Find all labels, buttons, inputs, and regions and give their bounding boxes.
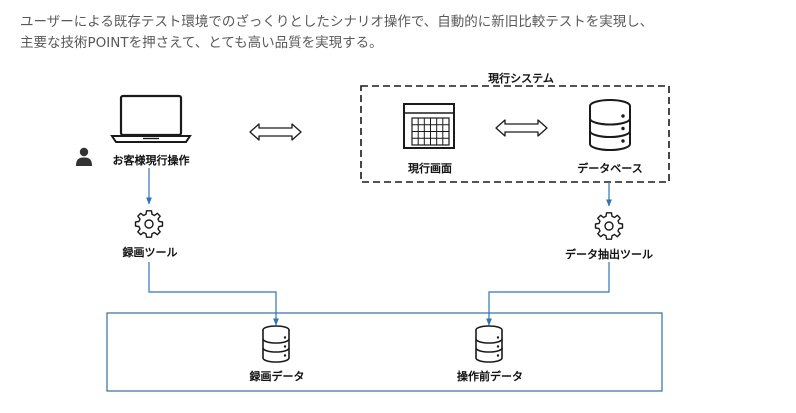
bidirectional-arrow-icon [249,123,302,141]
customer-operation-label: お客様現行操作 [112,154,190,167]
flow-arrows [146,168,612,326]
arrow-recording-tool-to-recording-data [148,262,279,326]
gear-icon [594,212,624,240]
user-icon [76,147,92,166]
gear-icon [134,210,164,238]
data-extraction-tool-label: データ抽出ツール [565,248,653,261]
current-screen-label: 現行画面 [408,162,452,175]
arrow-extraction-tool-to-pre-operation-data [486,262,610,326]
database-icon [589,99,631,151]
database-icon [262,325,290,363]
database-icon [475,325,503,363]
output-data-box [106,312,663,392]
recording-tool-label: 録画ツール [122,246,178,259]
bidirectional-arrow-icon [495,119,548,137]
database-label: データベース [577,162,643,175]
system-group-title: 現行システム [488,72,554,85]
system-group-box [360,85,670,183]
intro-line-2: 主要な技術POINTを押さえて、とても高い品質を実現する。 [20,35,383,51]
intro-text: ユーザーによる既存テスト環境でのざっくりとしたシナリオ操作で、自動的に新旧比較テ… [20,12,790,54]
screen-grid-icon [403,103,455,149]
recording-data-label: 録画データ [249,370,305,383]
intro-line-1: ユーザーによる既存テスト環境でのざっくりとしたシナリオ操作で、自動的に新旧比較テ… [20,14,654,30]
laptop-icon [110,94,192,143]
pre-operation-data-label: 操作前データ [457,370,523,383]
